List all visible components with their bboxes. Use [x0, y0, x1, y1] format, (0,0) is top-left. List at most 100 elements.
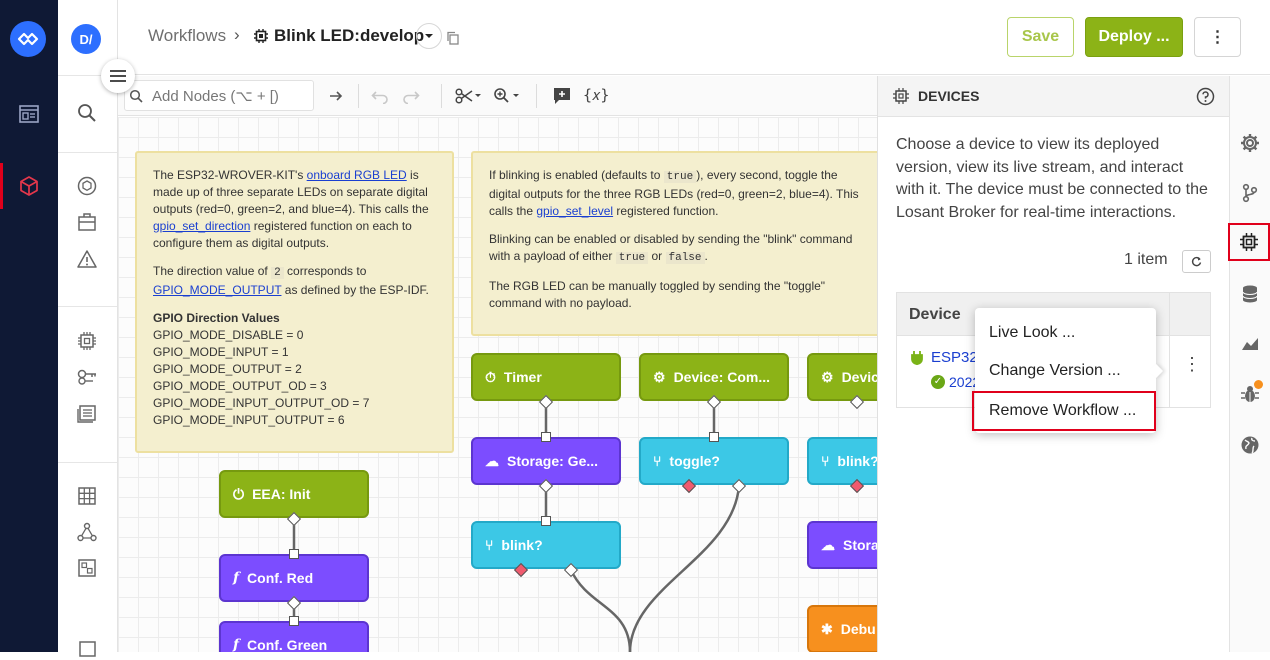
version-dropdown-button[interactable] — [416, 23, 442, 49]
timer-icon: ⏱ — [485, 368, 496, 385]
node-device-3[interactable]: ⚙Device — [807, 353, 878, 401]
applications-cube-icon[interactable] — [18, 175, 40, 197]
divider — [536, 84, 537, 108]
warning-icon[interactable] — [76, 248, 98, 270]
comment-note-2[interactable]: If blinking is enabled (defaults to true… — [471, 151, 878, 336]
divider — [58, 152, 117, 153]
hamburger-menu-icon[interactable] — [101, 59, 135, 93]
node-storage-get[interactable]: ☁Storage: Ge... — [471, 437, 621, 485]
variables-icon[interactable]: {𝑥} — [583, 86, 610, 104]
losant-logo[interactable] — [10, 21, 46, 57]
branch-icon: ⑂ — [821, 453, 830, 469]
panel-header: DEVICES — [878, 76, 1230, 117]
device-version[interactable]: 2022 — [949, 374, 981, 390]
node-timer[interactable]: ⏱Timer — [471, 353, 621, 401]
node-device-command[interactable]: ⚙Device: Com... — [639, 353, 789, 401]
templates-icon[interactable] — [76, 557, 98, 579]
menu-item-change-version[interactable]: Change Version ... — [989, 362, 1121, 379]
divider — [358, 84, 359, 108]
debug-bug-icon[interactable] — [1239, 383, 1261, 405]
versions-branch-icon[interactable] — [1239, 182, 1261, 204]
search-icon[interactable] — [76, 102, 98, 124]
add-comment-icon[interactable] — [552, 86, 572, 106]
globe-icon[interactable] — [1239, 434, 1261, 456]
save-button[interactable]: Save — [1007, 17, 1074, 57]
arrow-right-icon[interactable] — [328, 88, 344, 104]
zoom-icon[interactable] — [493, 87, 523, 105]
onboard-rgb-led-link[interactable]: onboard RGB LED — [306, 168, 407, 182]
devices-chip-icon[interactable] — [76, 330, 98, 352]
active-indicator — [0, 163, 3, 209]
node-eea-init[interactable]: ⏻EEA: Init — [219, 470, 369, 518]
editor-right-bar — [1228, 76, 1270, 652]
breadcrumb-workflows[interactable]: Workflows — [148, 26, 227, 45]
cloud-icon: ☁ — [821, 536, 835, 553]
divider — [441, 84, 442, 108]
gpio-value: GPIO_MODE_OUTPUT = 2 — [153, 362, 302, 376]
gpio-value: GPIO_MODE_INPUT_OUTPUT = 6 — [153, 413, 345, 427]
metrics-chart-icon[interactable] — [1239, 333, 1261, 355]
integrations-icon[interactable] — [76, 521, 98, 543]
row-more-icon[interactable]: ⋮ — [1183, 354, 1201, 374]
debug-notification-badge — [1254, 380, 1263, 389]
toolbox-icon[interactable] — [76, 211, 98, 233]
undo-icon[interactable] — [371, 88, 389, 104]
search-icon — [129, 89, 143, 103]
note-2-paragraph-1: If blinking is enabled (defaults to true… — [489, 168, 859, 218]
app-avatar[interactable]: D/ — [71, 24, 101, 54]
dashboards-icon[interactable] — [18, 103, 40, 125]
devices-chip-icon — [1240, 233, 1258, 251]
add-nodes-input[interactable]: Add Nodes (⌥ + [) — [124, 80, 314, 111]
files-icon-2[interactable] — [76, 638, 98, 660]
device-context-menu: Live Look ... Change Version ... Remove … — [972, 308, 1164, 433]
refresh-icon — [1191, 256, 1202, 267]
breadcrumb-separator: › — [234, 25, 240, 44]
node-toggle-conditional[interactable]: ⑂toggle? — [639, 437, 789, 485]
page-header: Workflows › Blink LED:develop Save Deplo… — [118, 0, 1270, 75]
workflow-canvas[interactable]: The ESP32-WROVER-KIT's onboard RGB LED i… — [118, 117, 878, 652]
overview-cube-icon[interactable] — [76, 175, 98, 197]
access-keys-icon[interactable] — [76, 366, 98, 388]
gpio-value: GPIO_MODE_INPUT = 1 — [153, 345, 289, 359]
column-divider — [1169, 293, 1170, 407]
gpio-set-direction-link[interactable]: gpio_set_direction — [153, 219, 251, 233]
help-icon[interactable] — [1196, 87, 1215, 106]
node-blink-conditional[interactable]: ⑂blink? — [471, 521, 621, 569]
more-options-button[interactable]: ⋮ — [1194, 17, 1241, 57]
input-port[interactable] — [541, 432, 551, 442]
note-2-paragraph-3: The RGB LED can be manually toggled by s… — [489, 279, 826, 310]
files-icon[interactable] — [76, 402, 98, 424]
storage-database-icon[interactable] — [1239, 283, 1261, 305]
input-port[interactable] — [289, 549, 299, 559]
app-rail — [0, 0, 58, 652]
comment-note-1[interactable]: The ESP32-WROVER-KIT's onboard RGB LED i… — [135, 151, 454, 453]
node-blink-conditional-2[interactable]: ⑂blink? — [807, 437, 878, 485]
node-debug[interactable]: ✱Debu — [807, 605, 878, 652]
divider — [58, 75, 117, 76]
scissors-icon[interactable] — [455, 87, 483, 105]
input-port[interactable] — [541, 516, 551, 526]
plug-icon — [911, 351, 923, 365]
menu-item-live-look[interactable]: Live Look ... — [989, 324, 1076, 341]
deploy-button[interactable]: Deploy ... — [1085, 17, 1183, 57]
gpio-set-level-link[interactable]: gpio_set_level — [536, 204, 614, 218]
settings-gear-icon[interactable] — [1239, 132, 1261, 154]
editor-toolbar: Add Nodes (⌥ + [) {𝑥} — [118, 76, 878, 116]
device-workflow-icon — [253, 28, 269, 44]
copy-icon[interactable] — [446, 31, 460, 45]
node-storage-2[interactable]: ☁Stora — [807, 521, 878, 569]
device-link[interactable]: ESP32 — [931, 349, 978, 366]
refresh-button[interactable] — [1182, 250, 1211, 273]
cloud-icon: ☁ — [485, 452, 499, 469]
menu-item-remove-workflow[interactable]: Remove Workflow ... — [972, 391, 1156, 431]
input-port[interactable] — [709, 432, 719, 442]
devices-tab-button[interactable] — [1228, 223, 1270, 261]
redo-icon[interactable] — [402, 88, 420, 104]
gpio-mode-output-link[interactable]: GPIO_MODE_OUTPUT — [153, 283, 282, 297]
panel-title: DEVICES — [918, 88, 980, 104]
data-tables-icon[interactable] — [76, 485, 98, 507]
item-count: 1 item — [1124, 251, 1168, 268]
input-port[interactable] — [289, 616, 299, 626]
